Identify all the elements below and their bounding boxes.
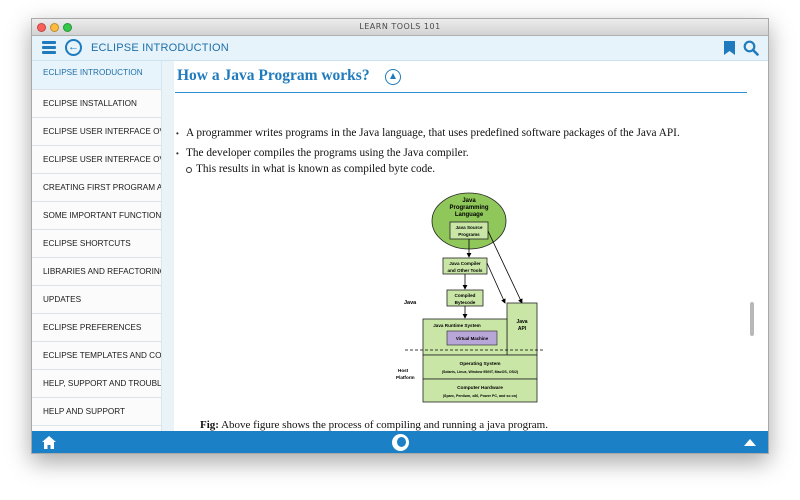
figure-caption: Fig: Above figure shows the process of c… [200, 419, 548, 431]
java-language-label: Language [455, 212, 484, 218]
header-title: ECLIPSE INTRODUCTION [91, 42, 229, 54]
computer-hardware-detail: (Sparc, Pentium, x86, Power PC, and so o… [443, 394, 518, 398]
java-api-label: Java [516, 319, 527, 325]
title-divider [175, 92, 747, 93]
back-arrow-icon[interactable]: ← [65, 39, 82, 56]
sidebar-item-help-support-troubleshooting[interactable]: HELP, SUPPORT AND TROUBL... [32, 370, 161, 398]
virtual-machine-label: Virtual Machine [456, 336, 489, 341]
operating-system-detail: (Solaris, Linux, Window 95/NT, MacOS, OS… [442, 370, 519, 374]
scroll-to-top-icon[interactable] [744, 439, 756, 446]
java-compiler-label: and Other Tools [448, 268, 483, 273]
java-runtime-label: Java Runtime System [433, 323, 481, 328]
java-api-label: API [518, 326, 527, 332]
title-bar: LEARN TOOLS 101 [32, 19, 768, 36]
bullet-dot-icon: • [176, 149, 179, 158]
sidebar-item-updates[interactable]: UPDATES [32, 286, 161, 314]
search-icon[interactable] [743, 40, 759, 56]
sidebar-item-eclipse-installation[interactable]: ECLIPSE INSTALLATION [32, 90, 161, 118]
computer-hardware-box [422, 378, 538, 403]
java-language-label: Programming [449, 205, 488, 211]
bookmark-icon[interactable] [724, 41, 735, 55]
app-header: ← ECLIPSE INTRODUCTION [32, 36, 768, 61]
minimize-window-button[interactable] [50, 23, 59, 32]
window-title: LEARN TOOLS 101 [359, 22, 441, 31]
sidebar-item-creating-first-program[interactable]: CREATING FIRST PROGRAM A... [32, 174, 161, 202]
java-source-label: Programs [458, 232, 480, 237]
sidebar-item-eclipse-templates[interactable]: ECLIPSE TEMPLATES AND CO... [32, 342, 161, 370]
sidebar: ECLIPSE INTRODUCTION ECLIPSE INSTALLATIO… [32, 61, 162, 431]
home-icon[interactable] [42, 436, 56, 449]
sidebar-item-eclipse-introduction[interactable]: ECLIPSE INTRODUCTION [32, 61, 161, 90]
menu-icon[interactable] [42, 41, 56, 55]
maximize-window-button[interactable] [63, 23, 72, 32]
bullet-dot-icon: • [176, 129, 179, 138]
operating-system-box [422, 354, 538, 380]
app-window: LEARN TOOLS 101 ← ECLIPSE INTRODUCTION E… [31, 18, 769, 454]
caption-prefix: Fig: [200, 419, 219, 431]
app-logo-icon[interactable] [392, 434, 409, 451]
paragraph-compiler: The developer compiles the programs usin… [186, 147, 469, 159]
sidebar-item-help-and-support[interactable]: HELP AND SUPPORT [32, 398, 161, 426]
paragraph-api: A programmer writes programs in the Java… [186, 127, 680, 139]
host-platform-label: Platform [396, 375, 415, 380]
content-pane: How a Java Program works? • A programmer… [175, 61, 747, 431]
paragraph-bytecode: This results in what is known as compile… [196, 163, 436, 175]
sub-bullet-circle-icon [186, 167, 192, 173]
content-scrollbar[interactable] [750, 302, 754, 336]
sidebar-item-eclipse-preferences[interactable]: ECLIPSE PREFERENCES [32, 314, 161, 342]
host-platform-label: Host [398, 368, 409, 373]
sidebar-item-user-interface-overview-2[interactable]: ECLIPSE USER INTERFACE OV... [32, 146, 161, 174]
caption-text: Above figure shows the process of compil… [218, 419, 548, 431]
close-window-button[interactable] [37, 23, 46, 32]
compiled-bytecode-label: Compiled [455, 293, 476, 298]
sidebar-item-libraries-refactoring[interactable]: LIBRARIES AND REFACTORING [32, 258, 161, 286]
scroll-up-icon[interactable] [385, 69, 401, 85]
operating-system-label: Operating System [459, 361, 500, 367]
sidebar-item-important-functions[interactable]: SOME IMPORTANT FUNCTIONS [32, 202, 161, 230]
sidebar-item-user-interface-overview-1[interactable]: ECLIPSE USER INTERFACE OV... [32, 118, 161, 146]
sidebar-item-eclipse-shortcuts[interactable]: ECLIPSE SHORTCUTS [32, 230, 161, 258]
java-source-label: Java Source [455, 225, 483, 230]
java-side-label: Java [404, 300, 417, 306]
java-language-label: Java [462, 198, 476, 204]
virtual-machine-box [446, 330, 498, 346]
page-title: How a Java Program works? [177, 67, 370, 84]
sidebar-divider [162, 61, 174, 431]
compiled-bytecode-label: Bytecode [455, 300, 476, 305]
computer-hardware-label: Computer Hardware [457, 385, 503, 391]
java-program-diagram: Java Programming Language Java Source Pr… [396, 192, 545, 403]
java-compiler-label: Java Compiler [449, 261, 481, 266]
bottom-bar [32, 431, 768, 453]
